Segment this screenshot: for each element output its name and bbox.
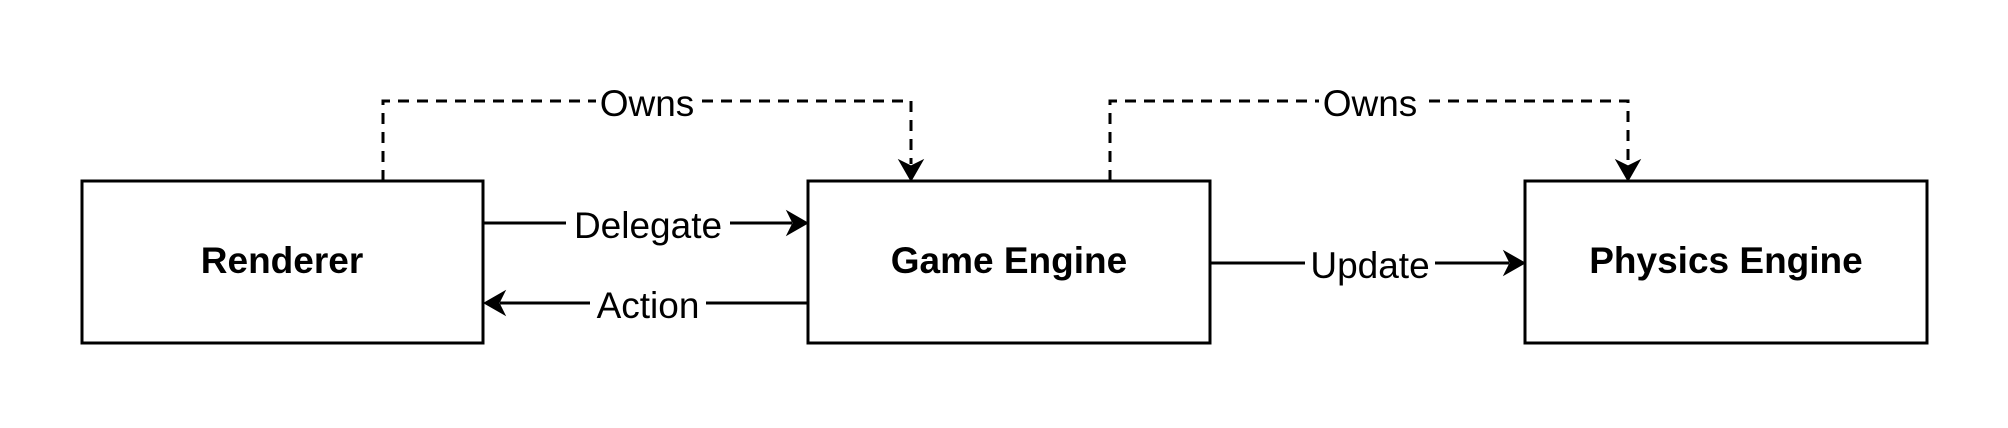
- edge-game-engine-owns-physics-engine: Owns: [1108, 82, 1642, 183]
- edge-label-update: Update: [1310, 245, 1429, 286]
- edge-label-delegate: Delegate: [574, 205, 722, 246]
- node-game-engine[interactable]: Game Engine: [806, 179, 1212, 345]
- edge-delegate: Delegate: [483, 204, 810, 246]
- edge-renderer-owns-game-engine: Owns: [381, 82, 925, 183]
- node-label-game-engine: Game Engine: [891, 240, 1127, 281]
- edge-update: Update: [1210, 244, 1527, 286]
- node-label-physics-engine: Physics Engine: [1589, 240, 1863, 281]
- arrowhead-icon: [1614, 158, 1642, 183]
- arrowhead-icon: [897, 158, 925, 183]
- arrowhead-icon: [482, 289, 507, 317]
- node-label-renderer: Renderer: [201, 240, 363, 281]
- edge-label-owns: Owns: [600, 83, 695, 124]
- edge-label-owns: Owns: [1323, 83, 1418, 124]
- edge-action: Action: [482, 284, 808, 326]
- arrowhead-icon: [785, 209, 810, 237]
- node-renderer[interactable]: Renderer: [80, 179, 485, 345]
- edge-label-action: Action: [597, 285, 700, 326]
- node-physics-engine[interactable]: Physics Engine: [1523, 179, 1929, 345]
- arrowhead-icon: [1502, 249, 1527, 277]
